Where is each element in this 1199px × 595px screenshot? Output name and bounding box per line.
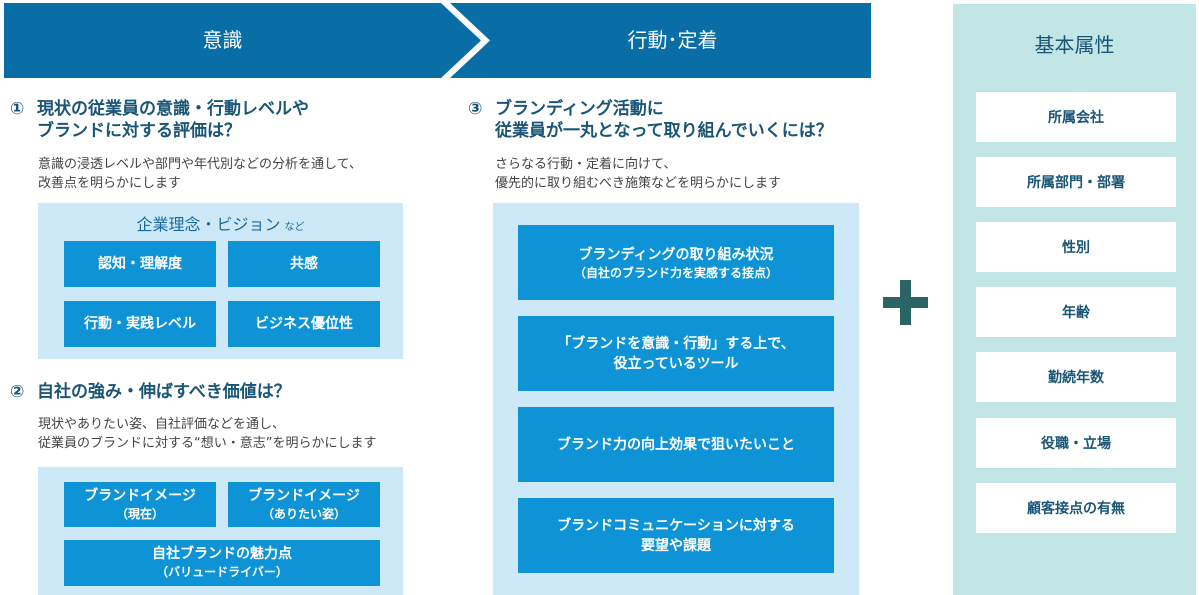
attr-position: 役職・立場 [976, 418, 1176, 468]
section1-title-line1: 現状の従業員の意識・行動レベルや [37, 99, 309, 119]
plus-icon [883, 280, 928, 325]
item-brand-image-ideal: ブランドイメージ （ありたい姿） [228, 482, 380, 527]
banner-action-label: 行動･定着 [627, 28, 718, 52]
phase-banner: 意識 行動･定着 [4, 3, 871, 78]
section3-heading: ③ ブランディング活動に 従業員が一丸となって取り組んでいくには？ [468, 98, 833, 142]
attr-company: 所属会社 [976, 92, 1176, 142]
item-useful-tools: 「ブランドを意識・行動」する上で、 役立っているツール [518, 316, 834, 391]
item-action-level: 行動・実践レベル [64, 301, 216, 347]
attr-tenure: 勤続年数 [976, 352, 1176, 402]
item-sub: （ありたい姿） [261, 506, 346, 521]
attr-age: 年齢 [976, 287, 1176, 337]
section1-panel: 企業理念・ビジョンなど 認知・理解度 共感 行動・実践レベル ビジネス優位性 [38, 203, 403, 359]
panel-title-text: 企業理念・ビジョン [136, 215, 281, 234]
section2-heading: ② 自社の強み・伸ばすべき価値は？ [10, 381, 291, 403]
section3-panel: ブランディングの取り組み状況 （自社のブランド力を実感する接点） 「ブランドを意… [493, 203, 859, 595]
section2-number: ② [10, 382, 25, 402]
section1-heading: ① 現状の従業員の意識・行動レベルや ブランドに対する評価は？ [10, 98, 309, 142]
panel-title-suffix: など [284, 222, 305, 233]
item-branding-status: ブランディングの取り組み状況 （自社のブランド力を実感する接点） [518, 225, 834, 300]
section3-desc-line2: 優先的に取り組むべき施策などを明らかにします [495, 176, 782, 191]
section1-title-line2: ブランドに対する評価は？ [37, 121, 241, 141]
item-business-advantage: ビジネス優位性 [228, 301, 380, 347]
attr-customer-contact: 顧客接点の有無 [976, 483, 1176, 533]
section2-description: 現状やありたい姿、自社評価などを通し、 従業員のブランドに対する“想い・意志”を… [38, 415, 376, 453]
item-main: ブランドイメージ [84, 487, 196, 504]
item-sub: （現在） [115, 506, 164, 521]
section1-desc-line1: 意識の浸透レベルや部門や年代別などの分析を通して、 [38, 157, 362, 172]
item-brand-goals: ブランド力の向上効果で狙いたいこと [518, 407, 834, 482]
item-brand-image-current: ブランドイメージ （現在） [64, 482, 216, 527]
item-main: ブランドコミュニケーションに対する [557, 517, 795, 534]
item-empathy: 共感 [228, 241, 380, 287]
attributes-title: 基本属性 [1034, 33, 1115, 57]
attr-department: 所属部門・部署 [976, 157, 1176, 207]
item-sub: （バリュードライバー） [156, 565, 288, 579]
section3-number: ③ [468, 99, 483, 119]
item-main-line2: 要望や課題 [641, 537, 711, 554]
section2-desc-line2: 従業員のブランドに対する“想い・意志”を明らかにします [38, 436, 377, 451]
item-main-line2: 役立っているツール [613, 355, 739, 372]
banner-arrow-shape [4, 3, 871, 78]
section3-title-line1: ブランディング活動に [495, 99, 664, 119]
item-main: 「ブランドを意識・行動」する上で、 [557, 335, 795, 352]
section2-panel: ブランドイメージ （現在） ブランドイメージ （ありたい姿） 自社ブランドの魅力… [38, 467, 403, 595]
item-main: 自社ブランドの魅力点 [152, 546, 292, 562]
section1-description: 意識の浸透レベルや部門や年代別などの分析を通して、 改善点を明らかにします [38, 155, 362, 193]
item-sub: （自社のブランド力を実感する接点） [573, 265, 778, 280]
item-main: ブランド力の向上効果で狙いたいこと [557, 436, 795, 453]
item-main: ブランディングの取り組み状況 [578, 246, 774, 263]
section3-title-line2: 従業員が一丸となって取り組んでいくには？ [495, 121, 833, 141]
section1-desc-line2: 改善点を明らかにします [38, 176, 182, 191]
section2-desc-line1: 現状やありたい姿、自社評価などを通し、 [38, 417, 286, 432]
section2-title: 自社の強み・伸ばすべき価値は？ [37, 382, 291, 402]
section1-panel-title: 企業理念・ビジョンなど [38, 211, 403, 235]
banner-awareness-label: 意識 [202, 28, 243, 52]
item-communication-requests: ブランドコミュニケーションに対する 要望や課題 [518, 498, 834, 573]
section3-desc-line1: さらなる行動・定着に向けて、 [495, 157, 677, 172]
item-recognition: 認知・理解度 [64, 241, 216, 287]
basic-attributes-panel: 基本属性 所属会社 所属部門・部署 性別 年齢 勤続年数 役職・立場 顧客接点の… [953, 4, 1196, 595]
item-main: ブランドイメージ [248, 487, 360, 504]
section3-description: さらなる行動・定着に向けて、 優先的に取り組むべき施策などを明らかにします [495, 155, 781, 193]
attr-gender: 性別 [976, 222, 1176, 272]
item-value-driver: 自社ブランドの魅力点 （バリュードライバー） [64, 540, 380, 586]
section1-number: ① [10, 99, 25, 119]
